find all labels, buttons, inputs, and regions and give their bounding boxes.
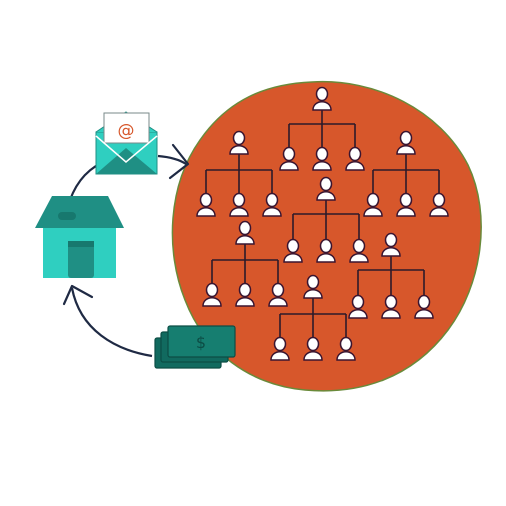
person-icon (363, 192, 383, 217)
person-icon (235, 282, 255, 307)
email-at-symbol: @ (118, 121, 135, 141)
person-icon (279, 146, 299, 171)
person-icon (381, 232, 401, 257)
person-icon (381, 294, 401, 319)
house-icon (35, 196, 124, 278)
person-icon (229, 192, 249, 217)
money-stack-icon: $ (154, 325, 236, 369)
person-icon (270, 336, 290, 361)
person-icon (303, 274, 323, 299)
envelope-icon: @ (95, 111, 158, 175)
arrow-email-to-network-head (168, 143, 190, 180)
people-group (196, 86, 449, 361)
arrow-money-to-house-head (62, 284, 94, 306)
person-icon (345, 146, 365, 171)
person-icon (196, 192, 216, 217)
person-icon (336, 336, 356, 361)
person-icon (316, 176, 336, 201)
person-icon (316, 238, 336, 263)
person-icon (396, 130, 416, 155)
arrow-email-to-network (157, 154, 187, 165)
person-icon (312, 86, 332, 111)
arrow-money-to-house (70, 287, 153, 358)
person-icon (396, 192, 416, 217)
person-icon (268, 282, 288, 307)
person-icon (262, 192, 282, 217)
person-icon (283, 238, 303, 263)
person-icon (414, 294, 434, 319)
person-icon (348, 294, 368, 319)
person-icon (229, 130, 249, 155)
person-icon (429, 192, 449, 217)
tree-connectors (205, 110, 440, 337)
person-icon (235, 220, 255, 245)
person-icon (349, 238, 369, 263)
person-icon (303, 336, 323, 361)
person-icon (202, 282, 222, 307)
person-icon (312, 146, 332, 171)
money-dollar-symbol: $ (196, 333, 206, 352)
